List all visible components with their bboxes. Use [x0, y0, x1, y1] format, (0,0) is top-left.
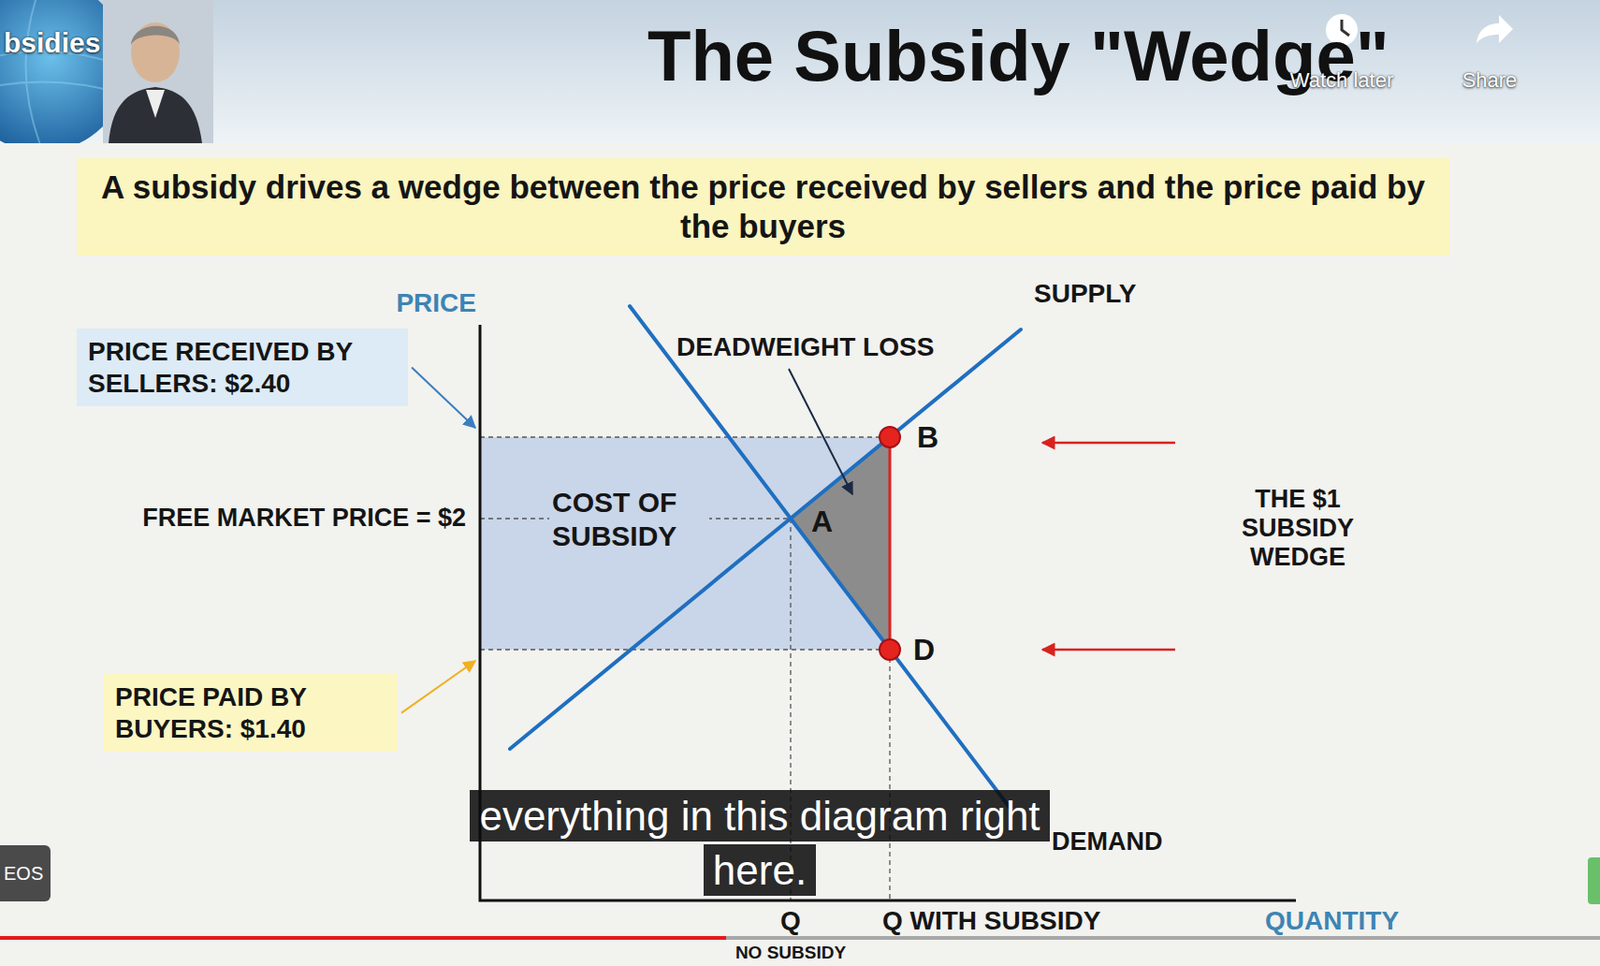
- header-band: [0, 0, 1600, 144]
- dashed-line: [888, 649, 890, 901]
- player-button-label: Watch later: [1290, 68, 1394, 92]
- presenter-photo: [102, 0, 214, 144]
- box-text: A subsidy drives a wedge between the pri…: [91, 167, 1435, 247]
- point-marker: [879, 639, 901, 660]
- callout-box: PRICE PAID BY BUYERS: $1.40: [103, 673, 398, 752]
- progress-bar: [0, 935, 727, 940]
- subsidy-cost-area: [480, 436, 890, 650]
- leader-arrow: [411, 367, 476, 428]
- demand-curve: [629, 305, 1011, 809]
- dashed-line: [480, 648, 890, 650]
- slide-title: The Subsidy "Wedge": [647, 14, 1390, 97]
- pointer-arrow: [1042, 441, 1176, 445]
- quantity-label: Q WITH SUBSIDY: [882, 905, 1101, 936]
- progress-track: [726, 935, 1600, 940]
- banner-box: A subsidy drives a wedge between the pri…: [76, 158, 1450, 256]
- presenter-suit: [108, 87, 203, 144]
- quantity-label: Q: [780, 905, 801, 936]
- curve-label: SUPPLY: [1033, 278, 1136, 309]
- more-videos-tab: EOS: [0, 844, 51, 902]
- side-tab: [1587, 857, 1600, 904]
- box-text: EOS: [3, 861, 44, 885]
- price-label: FREE MARKET PRICE = $2: [142, 503, 466, 533]
- point-label: B: [916, 420, 939, 455]
- presenter-hair: [130, 26, 180, 45]
- callout-label: DEADWEIGHT LOSS: [676, 332, 934, 363]
- presenter-head: [130, 22, 180, 83]
- presenter-shirt: [145, 89, 165, 118]
- channel-name: bsidies: [3, 27, 101, 60]
- subtitle-text: everything in this diagram right here.: [469, 789, 1049, 896]
- player-button-label: Share: [1462, 68, 1518, 92]
- point-label: D: [913, 632, 935, 668]
- point-label: A: [811, 504, 833, 539]
- shaded-region: COST OF SUBSIDY: [480, 436, 890, 650]
- leader-arrow: [401, 660, 476, 713]
- share-icon: [1476, 14, 1513, 44]
- subtitle-box: everything in this diagram right here.: [469, 788, 1050, 898]
- dashed-line: [789, 518, 791, 901]
- dashed-line: [480, 436, 890, 437]
- channel-logo: [0, 0, 214, 144]
- curve-label: DEMAND: [1051, 827, 1164, 857]
- supply-curve: [509, 329, 1021, 749]
- wedge-line: [888, 436, 892, 650]
- axis-title: PRICE: [395, 288, 477, 319]
- axis-title: QUANTITY: [1265, 905, 1399, 936]
- leader-arrow: [788, 368, 853, 495]
- box-text: PRICE PAID BY BUYERS: $1.40: [115, 681, 387, 744]
- box-text: PRICE RECEIVED BY SELLERS: $2.40: [87, 335, 397, 399]
- quantity-label: NO SUBSIDY: [735, 942, 846, 963]
- box-text: COST OF SUBSIDY: [549, 485, 710, 553]
- point-marker: [879, 426, 901, 448]
- pointer-arrow: [1042, 648, 1176, 652]
- wedge-label: THE $1 SUBSIDY WEDGE: [1227, 484, 1368, 572]
- callout-box: PRICE RECEIVED BY SELLERS: $2.40: [76, 328, 408, 407]
